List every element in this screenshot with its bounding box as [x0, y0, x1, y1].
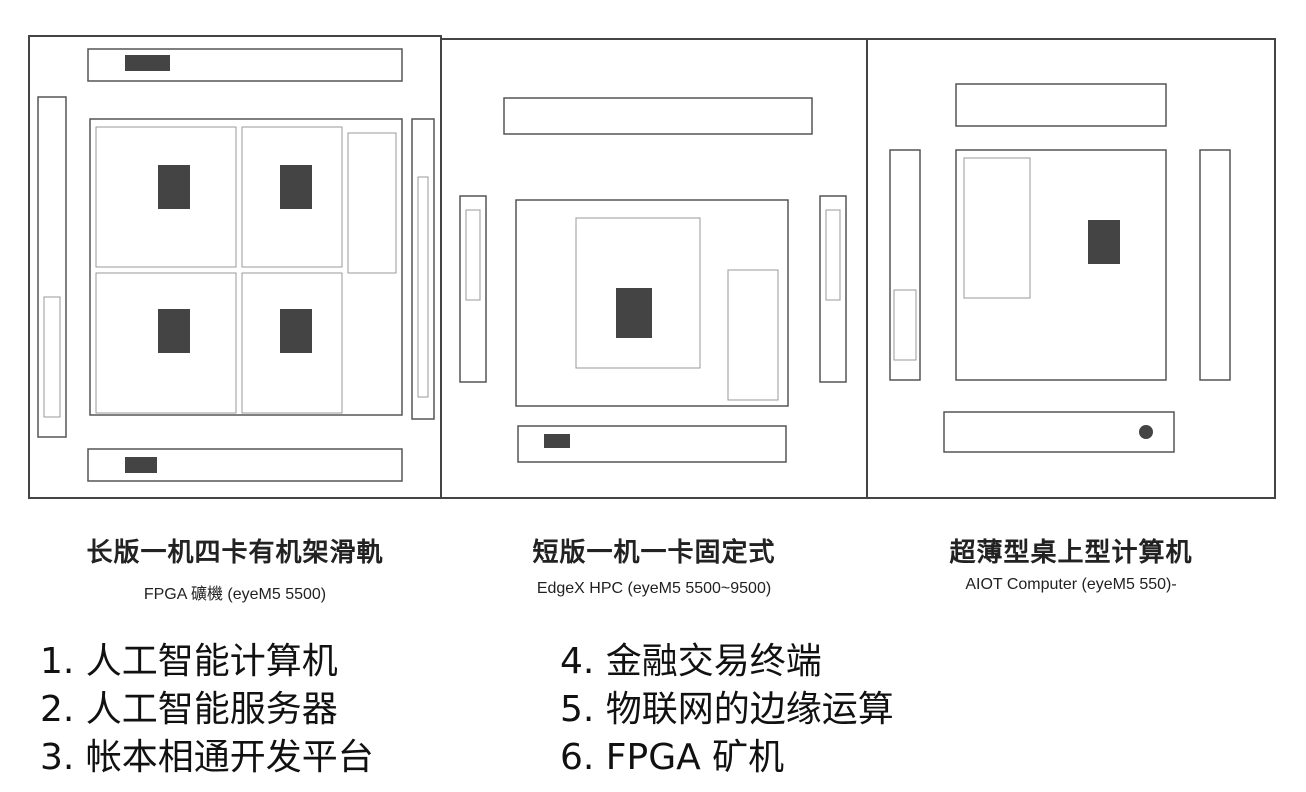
application-item: 1. 人工智能计算机	[40, 641, 338, 682]
short-1-card-drawing	[459, 97, 847, 463]
panel-long-rack-4-card	[28, 35, 442, 499]
panel-title-long-rack: 长版一机四卡有机架滑軌	[86, 538, 384, 568]
application-item: 2. 人工智能服务器	[40, 689, 338, 730]
application-item: 4. 金融交易终端	[560, 641, 822, 682]
application-item: 5. 物联网的边缘运算	[560, 689, 894, 730]
vent	[125, 55, 170, 71]
panel-subtitle-long-rack: FPGA 礦機 (eyeM5 5500)	[143, 586, 327, 603]
application-item: 6. FPGA 矿机	[560, 737, 785, 778]
panel-ultra-thin-desktop	[866, 38, 1276, 499]
panel-short-1-card	[440, 38, 868, 499]
application-item: 3. 帐本相通开发平台	[40, 737, 374, 778]
panel-subtitle-desktop: AIOT Computer (eyeM5 550)-	[965, 576, 1177, 593]
panel-title-short: 短版一机一卡固定式	[532, 538, 776, 568]
panel-title-desktop: 超薄型桌上型计算机	[949, 538, 1193, 568]
ultra-thin-desktop-drawing	[889, 83, 1231, 453]
rack-4-card-drawing	[37, 48, 435, 482]
panel-subtitle-short: EdgeX HPC (eyeM5 5500~9500)	[536, 580, 772, 597]
